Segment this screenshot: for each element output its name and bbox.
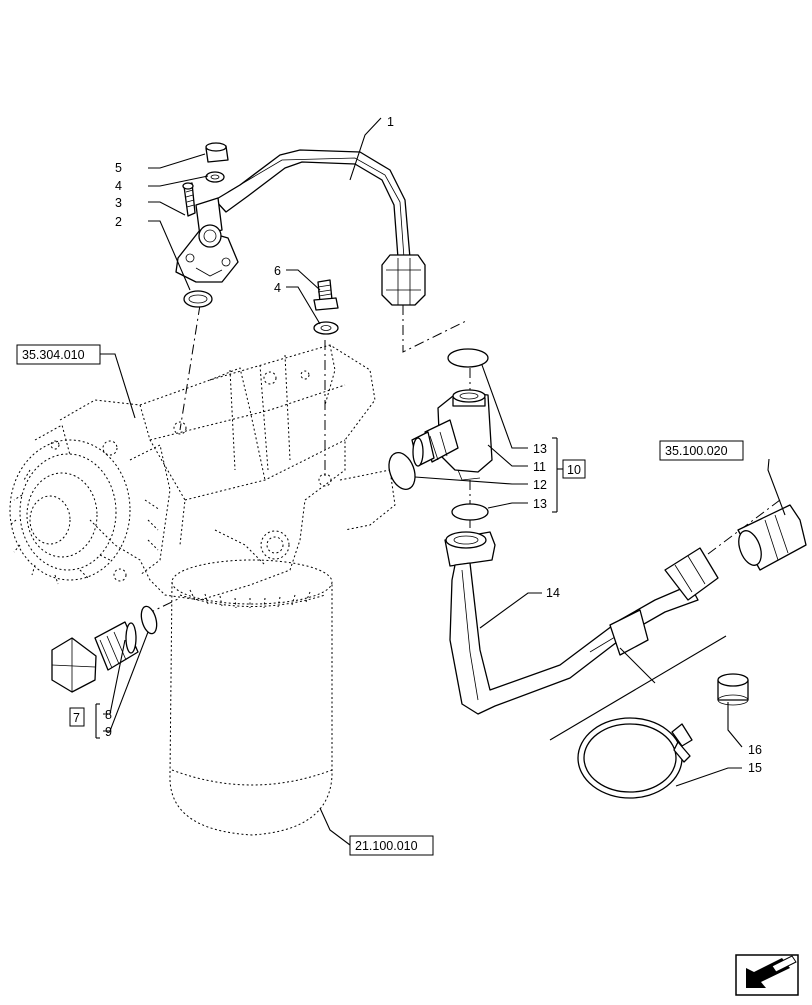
reference-filter-label: 21.100.010 <box>355 839 418 853</box>
plug-6 <box>313 279 339 311</box>
callout-10: 10 <box>567 463 581 477</box>
banjo-fitting <box>175 197 239 283</box>
callout-2: 2 <box>115 215 122 229</box>
arrow-icon[interactable] <box>735 954 799 996</box>
pipe-1 <box>214 149 426 306</box>
pipe-14 <box>444 531 719 715</box>
callout-10-box: 10 <box>562 459 586 479</box>
hydraulic-pump-phantom <box>9 344 396 601</box>
o-ring-13-top <box>447 348 489 368</box>
seal-ring-2 <box>183 290 213 308</box>
plug-7 <box>51 621 139 693</box>
callout-4-top: 4 <box>115 179 122 193</box>
callout-numbers: 1 5 4 3 2 6 4 13 11 12 13 14 16 15 8 9 <box>105 115 762 775</box>
washer-4-mid <box>313 321 339 335</box>
washer-4-top <box>205 171 225 183</box>
callout-1: 1 <box>387 115 394 129</box>
banjo-bolt-3 <box>182 182 196 217</box>
callout-9: 9 <box>105 725 112 739</box>
callout-11: 11 <box>533 460 546 474</box>
leader-lines <box>95 117 786 846</box>
callout-7: 7 <box>73 711 80 725</box>
callout-15: 15 <box>748 761 762 775</box>
callout-6: 6 <box>274 264 281 278</box>
reference-pump[interactable]: 35.304.010 <box>16 344 101 365</box>
callout-8: 8 <box>105 708 112 722</box>
callout-12: 12 <box>533 478 547 492</box>
callout-13-bottom: 13 <box>533 497 547 511</box>
reference-pump-label: 35.304.010 <box>22 348 85 362</box>
reference-valve-label: 35.100.020 <box>665 444 728 458</box>
filter-cartridge-phantom <box>169 559 333 836</box>
reference-valve[interactable]: 35.100.020 <box>659 440 744 461</box>
section-break-lines <box>549 635 727 741</box>
o-ring-12 <box>388 452 416 490</box>
callout-13-top: 13 <box>533 442 547 456</box>
cap-5 <box>205 142 229 163</box>
callout-3: 3 <box>115 196 122 210</box>
connector-fitting <box>737 504 807 571</box>
callout-16: 16 <box>748 743 762 757</box>
o-ring-8 <box>140 605 158 635</box>
o-ring-13-bottom <box>451 503 489 521</box>
hose-clamp-15 <box>577 717 693 799</box>
callout-7-box: 7 <box>69 707 85 727</box>
callout-4-mid: 4 <box>274 281 281 295</box>
callout-14: 14 <box>546 586 560 600</box>
callout-5: 5 <box>115 161 122 175</box>
reference-filter[interactable]: 21.100.010 <box>349 835 434 856</box>
tee-fitting-11 <box>411 389 493 481</box>
sleeve-16 <box>717 673 749 706</box>
